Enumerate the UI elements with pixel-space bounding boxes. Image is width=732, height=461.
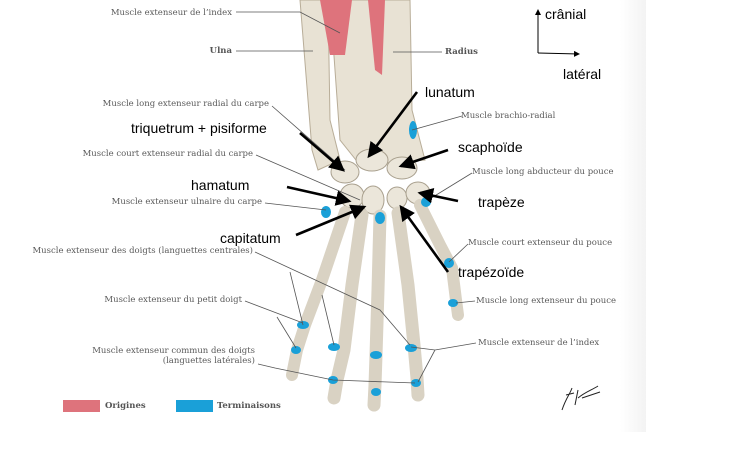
netter-signature — [561, 385, 601, 411]
arrow-triquetrum — [299, 132, 345, 172]
arrow-trapezoide — [399, 204, 450, 273]
annotation-scaphoide: scaphoïde — [458, 139, 523, 155]
annotation-trapeze: trapèze — [478, 194, 525, 210]
label-court-extenseur-radial: Muscle court extenseur radial du carpe — [82, 149, 253, 159]
label-extenseur-commun-line1: Muscle extenseur commun des doigts — [92, 346, 255, 356]
origin-muscle-red-1 — [320, 0, 352, 55]
annotation-capitatum: capitatum — [220, 230, 281, 246]
legend-origins-swatch — [63, 400, 100, 412]
radius-bone — [329, 0, 426, 166]
orientation-axes — [535, 9, 580, 57]
annotation-lunatum: lunatum — [425, 84, 475, 100]
annotation-arrows — [286, 91, 459, 273]
label-extenseur-doigts-centrales: Muscle extenseur des doigts (languettes … — [32, 246, 253, 256]
label-extenseur-commun-line2: (languettes latérales) — [162, 356, 255, 366]
label-brachio-radial: Muscle brachio-radial — [461, 111, 556, 121]
arrow-scaphoide — [398, 148, 449, 170]
legend-origins-label: Origines — [105, 401, 146, 411]
label-long-abducteur-pouce: Muscle long abducteur du pouce — [472, 167, 614, 177]
label-extenseur-index-top: Muscle extenseur de l’index — [110, 8, 232, 18]
arrow-trapeze — [417, 188, 459, 204]
label-long-extenseur-radial: Muscle long extenseur radial du carpe — [102, 99, 269, 109]
legend-terminations-label: Terminaisons — [217, 401, 281, 411]
label-extenseur-petit-doigt: Muscle extenseur du petit doigt — [104, 295, 242, 305]
label-extenseur-commun: Muscle extenseur commun des doigts (lang… — [92, 346, 255, 366]
annotation-hamatum: hamatum — [191, 177, 250, 193]
label-extenseur-ulnaire: Muscle extenseur ulnaire du carpe — [111, 197, 262, 207]
annotation-triquetrum-pisiforme: triquetrum + pisiforme — [131, 120, 267, 136]
label-court-extenseur-pouce: Muscle court extenseur du pouce — [468, 238, 613, 248]
origin-muscle-red-2 — [368, 0, 385, 75]
label-extenseur-index-bottom: Muscle extenseur de l’index — [478, 338, 600, 348]
forearm-bones — [299, 0, 426, 171]
arrow-hamatum — [286, 185, 352, 206]
orientation-cranial: crânial — [545, 6, 587, 22]
finger-bones — [286, 199, 464, 412]
label-ulna: Ulna — [209, 46, 232, 56]
arrow-capitatum — [295, 204, 367, 237]
orientation-lateral: latéral — [563, 66, 602, 82]
label-long-extenseur-pouce: Muscle long extenseur du pouce — [476, 296, 617, 306]
annotation-trapezoide: trapézoïde — [458, 264, 525, 280]
label-radius: Radius — [445, 47, 478, 57]
legend-terminations-swatch — [176, 400, 213, 412]
arrow-lunatum — [367, 91, 419, 159]
